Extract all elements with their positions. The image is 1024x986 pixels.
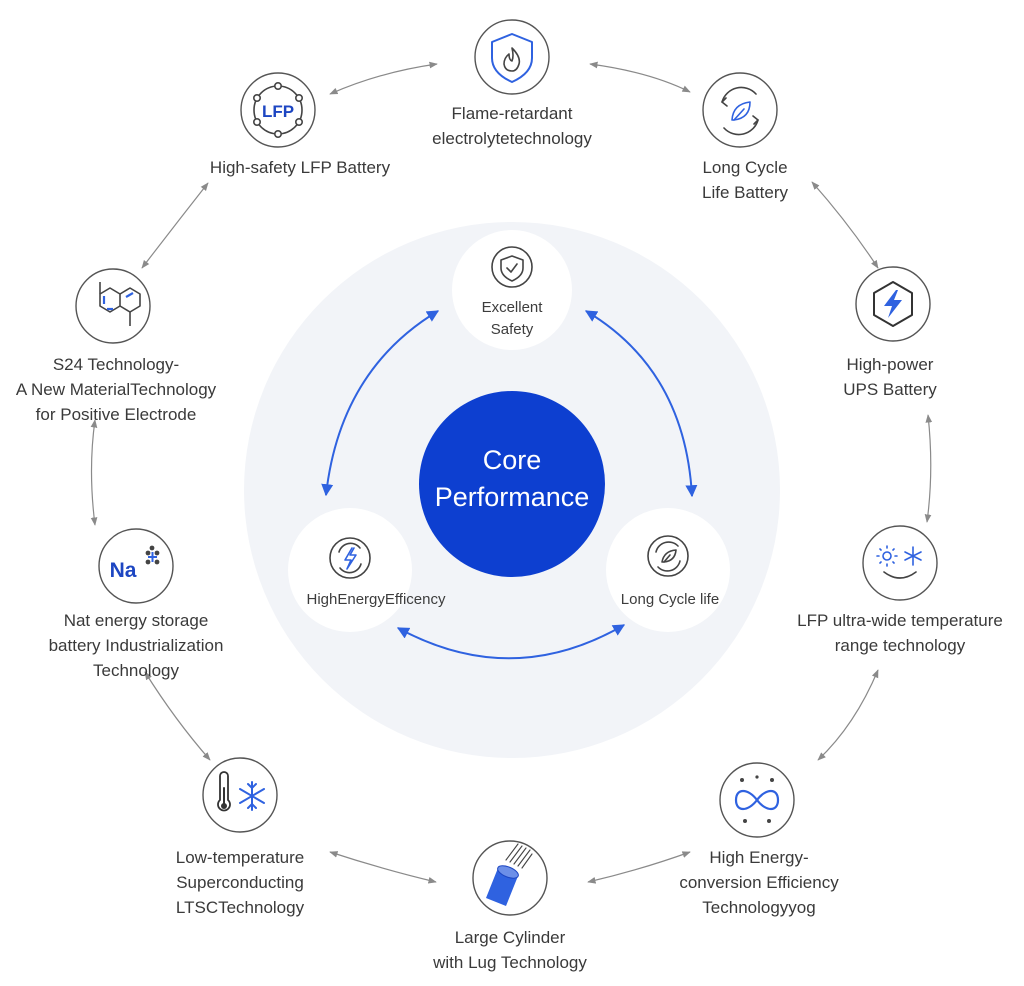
core-label-line2: Performance — [434, 482, 590, 512]
connector-flame-longcycle — [589, 61, 691, 93]
node-ultra-wide-line1: LFP ultra-wide temperature — [797, 611, 1003, 630]
node-ltsc-line3: LTSCTechnology — [175, 898, 305, 917]
connector-cylinder-ltsc — [329, 851, 437, 884]
node-s24-line3: for Positive Electrode — [35, 405, 197, 424]
inner-node-cycle-line1: Long Cycle life — [620, 591, 720, 608]
inner-connectors — [321, 310, 698, 660]
core-label: Core Performance — [435, 442, 590, 516]
inner-node-safety-label: Excellent Safety — [482, 297, 543, 341]
leaf-cycle-icon-outer — [721, 86, 759, 136]
node-ups-label: High-power UPS Battery — [843, 352, 937, 402]
node-flame-line2: electrolytetechnology — [432, 129, 592, 148]
node-sodium-line2: battery Industrialization — [48, 636, 224, 655]
node-energy-conversion-line3: Technologyyog — [702, 898, 816, 917]
leaf-cycle-icon — [647, 535, 689, 577]
sun-snow-smile-icon — [876, 545, 922, 579]
cylinder-lug-icon — [486, 843, 533, 906]
core-circle — [419, 391, 605, 577]
node-s24-label: S24 Technology- A New MaterialTechnology… — [16, 352, 216, 427]
node-energy-conversion-line2: conversion Efficiency — [679, 873, 839, 892]
connector-ltsc-sodium — [144, 671, 211, 761]
hexagon-bolt-icon — [873, 281, 913, 327]
outer-connectors — [90, 61, 933, 884]
node-ups-line1: High-power — [846, 355, 934, 374]
node-s24-line2: A New MaterialTechnology — [15, 380, 217, 399]
sodium-icon: Na — [110, 545, 160, 582]
node-cylinder-line1: Large Cylinder — [454, 928, 566, 947]
blue-arrow-efficiency-cycle — [396, 624, 626, 660]
node-sodium-label: Nat energy storage battery Industrializa… — [49, 608, 224, 683]
inner-node-efficiency-line1: HighEnergyEfficency — [306, 591, 446, 608]
node-ultra-wide-label: LFP ultra-wide temperature range technol… — [797, 608, 1003, 658]
node-sodium-line1: Nat energy storage — [63, 611, 209, 630]
node-cylinder-label: Large Cylinder with Lug Technology — [433, 925, 587, 975]
thermometer-snowflake-icon — [217, 771, 265, 812]
node-long-cycle-line2: Life Battery — [702, 183, 788, 202]
inner-node-cycle-label: Long Cycle life — [621, 589, 719, 611]
flame-shield-icon — [491, 33, 533, 83]
node-flame-line1: Flame-retardant — [451, 104, 573, 123]
node-energy-conversion-line1: High Energy- — [709, 848, 809, 867]
inner-disc-efficiency — [288, 508, 412, 632]
node-lfp-line1: High-safety LFP Battery — [209, 158, 391, 177]
inner-disc-cycle — [606, 508, 730, 632]
node-flame-label: Flame-retardant electrolytetechnology — [432, 101, 592, 151]
lfp-symbol: LFP — [262, 102, 294, 121]
node-ups-line2: UPS Battery — [843, 380, 937, 399]
node-lfp-label: High-safety LFP Battery — [210, 155, 390, 180]
blue-arrow-safety-cycle — [584, 310, 698, 498]
lightning-cycle-icon — [329, 537, 371, 579]
connector-sodium-s24 — [90, 419, 98, 526]
connector-ultrawide-energy — [817, 669, 879, 761]
node-s24-line1: S24 Technology- — [52, 355, 180, 374]
core-label-line1: Core — [482, 445, 542, 475]
node-sodium-line3: Technology — [92, 661, 180, 680]
inner-node-efficiency-label: HighEnergyEfficency — [307, 589, 446, 611]
inner-node-safety-line2: Safety — [490, 321, 534, 338]
node-ltsc-label: Low-temperature Superconducting LTSCTech… — [176, 845, 305, 920]
node-ltsc-line2: Superconducting — [176, 873, 304, 892]
node-energy-conversion-label: High Energy- conversion Efficiency Techn… — [679, 845, 838, 920]
connector-s24-lfp — [141, 182, 209, 269]
node-long-cycle-label: Long Cycle Life Battery — [702, 155, 788, 205]
connector-ups-ultrawide — [924, 414, 933, 523]
connector-energy-cylinder — [587, 851, 691, 884]
inner-disc-safety — [452, 230, 572, 350]
shield-check-icon — [491, 246, 533, 288]
lfp-ring-icon: LFP — [253, 82, 303, 139]
node-cylinder-line2: with Lug Technology — [433, 953, 587, 972]
node-ltsc-line1: Low-temperature — [175, 848, 305, 867]
node-long-cycle-line1: Long Cycle — [702, 158, 788, 177]
node-ultra-wide-line2: range technology — [834, 636, 966, 655]
infinity-icon — [734, 775, 780, 823]
blue-arrow-safety-efficiency — [321, 310, 440, 497]
connector-lfp-flame — [329, 61, 438, 95]
sodium-symbol: Na — [110, 559, 137, 582]
connector-longcycle-ups — [811, 181, 879, 269]
molecule-icon — [99, 282, 141, 326]
inner-node-safety-line1: Excellent — [481, 299, 543, 316]
